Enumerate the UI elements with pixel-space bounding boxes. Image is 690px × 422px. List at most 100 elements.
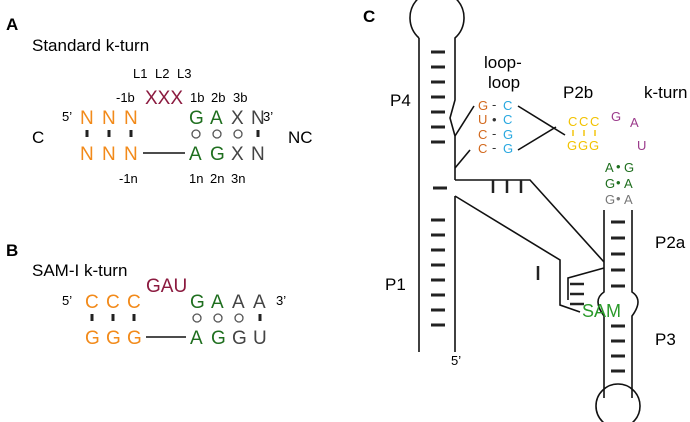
p2a-p3-left-strand <box>597 210 605 398</box>
ga1-left: A <box>605 160 614 175</box>
nt-b-bottom-g: G <box>211 328 226 349</box>
nt-a-bottom-1: N <box>80 144 94 165</box>
sam-pocket-pairs <box>570 282 584 306</box>
nt-b-top-a1: A <box>211 292 224 313</box>
ll-mid-1: - <box>492 97 496 112</box>
ga2-right: A <box>624 176 633 191</box>
ll-connector <box>517 105 566 136</box>
loop-xxx: XXX <box>145 88 183 109</box>
ll-mid-3: - <box>492 126 496 141</box>
ll-left-g: G <box>478 98 488 113</box>
nt-a-bottom-a: A <box>189 144 202 165</box>
ll-left-c2: C <box>478 141 487 156</box>
j34-lower <box>454 195 581 313</box>
label-sam: SAM <box>582 301 621 321</box>
label-loop-loop-2: loop <box>488 73 520 92</box>
ga2-left: G <box>605 176 615 191</box>
p2a-base-pairs <box>611 220 625 288</box>
three-prime-label: 3’ <box>263 109 273 124</box>
label-p2a: P2a <box>655 233 686 252</box>
loop-gau: GAU <box>146 276 187 297</box>
j-pair-ticks <box>491 180 540 280</box>
p2b-bottom-g3: G <box>589 138 599 153</box>
nt-a-bottom-x: X <box>231 144 244 165</box>
nt-a-bottom-2: N <box>102 144 116 165</box>
nt-a-top-2: N <box>102 108 116 129</box>
ll-right-c1: C <box>503 98 512 113</box>
sam-pocket-strand <box>567 267 605 300</box>
five-prime-label: 5’ <box>62 109 72 124</box>
panel-b-title: SAM-I k-turn <box>32 261 127 280</box>
p4-base-pairs <box>431 50 445 144</box>
kturn-a: A <box>630 115 639 130</box>
kturn-u: U <box>637 138 646 153</box>
p2b-bottom-g1: G <box>567 138 577 153</box>
ga1-mid: • <box>616 159 621 174</box>
j12-upper <box>455 179 605 263</box>
ga1-right: G <box>624 160 634 175</box>
nt-a-top-x: X <box>231 108 244 129</box>
label-k-turn: k-turn <box>644 83 687 102</box>
nt-a-top-3: N <box>124 108 138 129</box>
panel-a-title: Standard k-turn <box>32 36 149 55</box>
pos-minus-1n: -1n <box>119 171 138 186</box>
nt-b-bottom-g3: G <box>127 328 142 349</box>
nt-a-top-1: N <box>80 108 94 129</box>
ll-mid-2: • <box>492 112 497 127</box>
noncanonical-pair-circle <box>191 129 201 139</box>
panel-a-letter: A <box>6 15 18 34</box>
ll-connector <box>454 105 475 137</box>
label-p4: P4 <box>390 91 411 110</box>
label-loop-loop-1: loop- <box>484 53 522 72</box>
p2b-top-c1: C <box>568 114 577 129</box>
nt-b-top-c1: C <box>85 292 99 313</box>
panel-a: A Standard k-turn L1 L2 L3 -1b XXX 1b 2b… <box>6 15 313 186</box>
nt-b-top-a2: A <box>232 292 245 313</box>
five-prime-label: 5’ <box>451 353 461 368</box>
pos-2n: 2n <box>210 171 224 186</box>
pos-minus-1b: -1b <box>116 90 135 105</box>
p2b-top-c2: C <box>579 114 588 129</box>
nt-a-top-n: N <box>251 108 265 129</box>
ll-mid-4: - <box>492 140 496 155</box>
ll-right-g2: G <box>503 141 513 156</box>
nt-b-bottom-g2: G <box>106 328 121 349</box>
ga3-mid: • <box>616 191 621 206</box>
p2b-bottom-g2: G <box>578 138 588 153</box>
nt-a-top-a: A <box>210 108 223 129</box>
nt-b-top-g: G <box>190 292 205 313</box>
nt-b-bottom-g2: G <box>232 328 247 349</box>
pos-3n: 3n <box>231 171 245 186</box>
nt-b-bottom-a: A <box>190 328 203 349</box>
ll-left-u: U <box>478 112 487 127</box>
label-p2b: P2b <box>563 83 593 102</box>
noncanonical-pair-circle <box>234 313 244 323</box>
loop-header-l1: L1 <box>133 66 147 81</box>
label-p3: P3 <box>655 330 676 349</box>
five-prime-label: 5’ <box>62 293 72 308</box>
p3-base-pairs <box>611 324 625 373</box>
kturn-g: G <box>611 109 621 124</box>
pos-2b: 2b <box>211 90 225 105</box>
ll-connector <box>454 149 471 169</box>
nc-label: NC <box>288 128 313 147</box>
nt-b-top-c2: C <box>106 292 120 313</box>
nt-b-top-c3: C <box>127 292 141 313</box>
nt-a-bottom-3: N <box>124 144 138 165</box>
loop-header-l2: L2 <box>155 66 169 81</box>
nt-b-bottom-u: U <box>253 328 267 349</box>
noncanonical-pair-circle <box>233 129 243 139</box>
loop-header-l3: L3 <box>177 66 191 81</box>
p2a-p3-right-strand <box>631 210 639 398</box>
pos-3b: 3b <box>233 90 247 105</box>
noncanonical-pair-circle <box>212 129 222 139</box>
ll-right-c2: C <box>503 112 512 127</box>
nt-a-bottom-n: N <box>251 144 265 165</box>
ga3-right: A <box>624 192 633 207</box>
nt-a-bottom-g: G <box>210 144 225 165</box>
panel-c-letter: C <box>363 7 375 26</box>
nt-b-bottom-g1: G <box>85 328 100 349</box>
nt-a-top-g: G <box>189 108 204 129</box>
pos-1b: 1b <box>190 90 204 105</box>
